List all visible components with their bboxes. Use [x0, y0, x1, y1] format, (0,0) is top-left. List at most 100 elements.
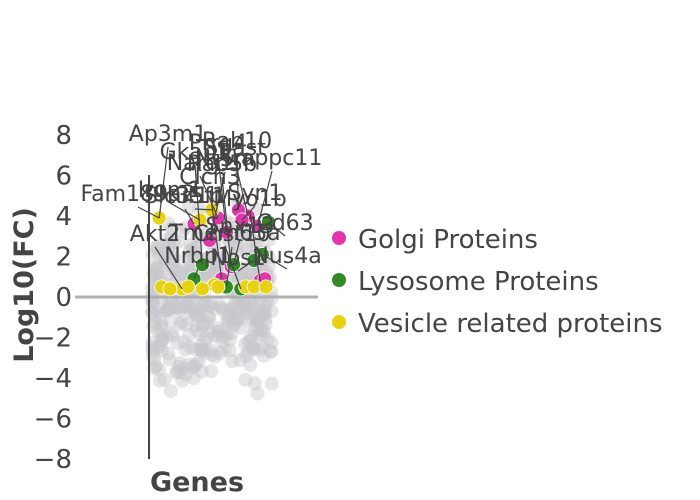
annotation-label: Clcn3 — [179, 165, 241, 190]
background-point — [193, 342, 207, 357]
background-point — [188, 357, 203, 372]
data-point — [180, 279, 196, 295]
background-point — [187, 371, 201, 386]
background-point — [212, 298, 227, 313]
y-tick-label: −8 — [34, 445, 72, 475]
background-point — [214, 300, 229, 315]
annotation-arrow — [221, 176, 232, 267]
background-point — [169, 365, 183, 380]
annotation-arrow — [158, 146, 169, 219]
background-point — [202, 310, 217, 325]
background-point — [227, 314, 242, 329]
background-point — [161, 346, 176, 361]
background-point — [187, 342, 202, 356]
y-tick-label: 6 — [55, 162, 72, 192]
background-point — [154, 318, 169, 333]
annotation-label: Cd63 — [256, 211, 313, 236]
background-point — [154, 343, 169, 358]
background-point — [222, 343, 237, 358]
background-point — [245, 312, 260, 327]
background-point — [178, 300, 192, 315]
background-point — [189, 323, 204, 338]
background-point — [230, 230, 245, 245]
y-tick-label: −4 — [34, 364, 72, 394]
background-point — [248, 309, 263, 324]
background-point — [196, 299, 211, 313]
annotation-label: Fam189a2 — [80, 182, 195, 207]
background-point — [213, 346, 228, 361]
background-point — [250, 386, 265, 401]
background-point — [161, 302, 176, 317]
background-point — [264, 304, 279, 319]
background-point — [195, 319, 210, 334]
background-point — [204, 324, 219, 339]
legend-item[interactable]: Vesicle related proteins — [332, 309, 663, 339]
annotation-label: Myo1b — [213, 187, 286, 212]
annotation-arrow — [193, 268, 199, 280]
background-point — [234, 312, 249, 326]
background-point — [149, 240, 164, 255]
background-point — [205, 347, 220, 362]
background-point — [197, 346, 211, 361]
legend-marker — [332, 273, 346, 287]
legend-label: Vesicle related proteins — [358, 309, 663, 339]
background-point — [261, 258, 276, 273]
background-point — [225, 354, 240, 369]
background-point — [194, 342, 209, 357]
background-point — [170, 364, 185, 379]
annotation-label: Kif1b — [167, 184, 223, 209]
background-point — [239, 304, 253, 319]
background-point — [152, 373, 167, 388]
background-point — [211, 324, 226, 339]
data-point — [162, 281, 178, 297]
annotation-label: Ap3m1 — [129, 122, 207, 147]
data-point — [258, 279, 274, 295]
background-point — [204, 297, 219, 312]
annotation-arrow — [194, 208, 213, 211]
data-point — [194, 281, 210, 297]
background-point — [163, 384, 178, 398]
background-point — [175, 373, 190, 388]
background-point — [238, 372, 253, 387]
background-point — [172, 359, 187, 374]
background-point — [151, 260, 165, 275]
background-point — [163, 314, 178, 329]
background-point — [176, 361, 191, 376]
background-point — [170, 335, 185, 350]
background-point — [158, 329, 173, 344]
background-point — [147, 309, 162, 323]
background-point — [155, 333, 170, 348]
background-point — [188, 318, 203, 333]
background-point — [154, 328, 169, 343]
background-point — [159, 232, 174, 247]
background-point — [150, 238, 165, 253]
background-point — [155, 332, 170, 347]
background-point — [147, 361, 162, 376]
background-point — [241, 227, 256, 242]
background-point — [160, 244, 175, 259]
background-point — [247, 376, 262, 391]
background-point — [145, 340, 160, 355]
background-point — [173, 356, 188, 371]
background-point — [252, 343, 267, 357]
background-point — [239, 298, 254, 313]
background-point — [173, 365, 188, 380]
background-point — [194, 343, 209, 358]
background-point — [251, 302, 266, 317]
background-point — [258, 312, 273, 327]
background-point — [164, 229, 179, 244]
legend-item[interactable]: Lysosome Proteins — [332, 267, 599, 297]
background-point — [207, 329, 222, 344]
background-point — [163, 326, 178, 341]
y-tick-label: −2 — [34, 324, 72, 354]
annotation-label: Irgm1 — [138, 178, 203, 203]
background-point — [197, 333, 212, 347]
background-point — [178, 367, 193, 382]
background-point — [238, 337, 253, 352]
background-point — [184, 248, 199, 263]
background-point — [227, 318, 242, 333]
background-point — [251, 327, 266, 342]
legend-item[interactable]: Golgi Proteins — [332, 225, 538, 255]
background-point — [184, 242, 199, 257]
